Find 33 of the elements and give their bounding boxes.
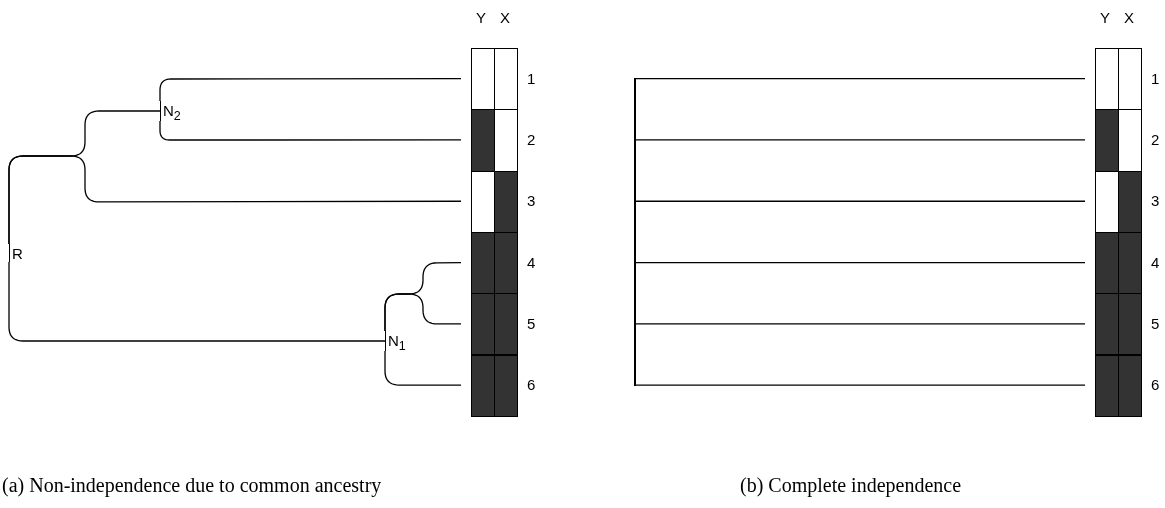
column-header: X (1124, 9, 1134, 26)
tip-number: 5 (1151, 314, 1160, 333)
tip-number: 5 (527, 314, 536, 333)
tree-node-label: N$_{2}$ (160, 101, 190, 121)
tip-number: 1 (527, 69, 536, 88)
tip-number: 6 (1151, 376, 1160, 395)
tree-branch (384, 293, 462, 332)
column-header: Y (476, 9, 486, 26)
tip-number: 3 (1151, 192, 1160, 211)
tip-number: 4 (1151, 253, 1160, 272)
column-header: Y (1100, 9, 1110, 26)
tree-branch (8, 261, 386, 342)
tree-branch (384, 350, 462, 386)
tree-branch (159, 120, 462, 141)
tree-branch (635, 200, 1086, 202)
tree-node-label: N$_{1}$ (385, 331, 415, 351)
tip-number: 4 (527, 253, 536, 272)
tree-branch (8, 155, 462, 245)
tree-branch (635, 323, 1086, 325)
tip-number: 6 (527, 376, 536, 395)
tree-branch (635, 139, 1086, 141)
tip-number: 2 (527, 130, 536, 149)
tip-number: 1 (1151, 69, 1160, 88)
column-header: X (500, 9, 510, 26)
tree-branch (159, 78, 462, 102)
tip-number: 2 (1151, 130, 1160, 149)
tree-node-label: R (9, 244, 29, 262)
tree-branch (635, 78, 1086, 80)
figure-caption: (a) Non-independence due to common ancestry (2, 474, 382, 497)
tree-branch (635, 261, 1086, 264)
figure-caption: (b) Complete independence (740, 474, 962, 497)
tip-number: 3 (527, 192, 536, 211)
tree-branch (635, 384, 1086, 386)
